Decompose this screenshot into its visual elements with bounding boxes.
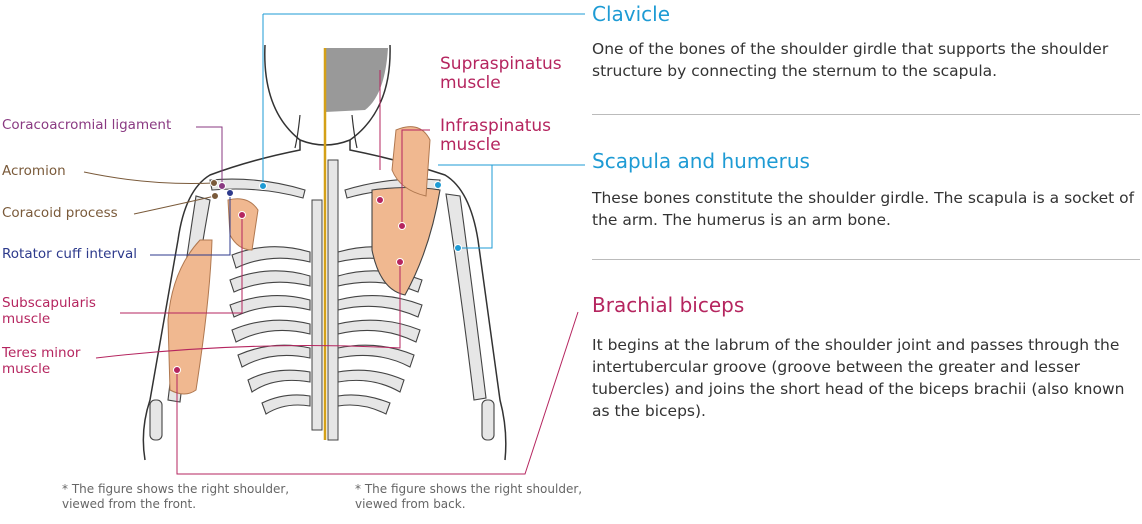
label-rotator-cuff-interval: Rotator cuff interval <box>2 246 138 262</box>
label-teres-minor-muscle: Teres minor muscle <box>2 345 81 377</box>
leader-lines <box>83 13 585 475</box>
label-acromion: Acromion <box>2 163 66 179</box>
neck <box>294 114 358 149</box>
label-subscapularis-muscle: Subscapularis muscle <box>2 295 96 327</box>
label-supraspinatus-muscle: Supraspinatus muscle <box>440 54 562 93</box>
section-divider <box>592 259 1140 260</box>
label-infraspinatus-muscle: Infraspinatus muscle <box>440 116 552 155</box>
section-divider <box>592 114 1140 115</box>
section-body-clavicle: One of the bones of the shoulder girdle … <box>592 40 1109 80</box>
scapula-back <box>371 186 441 296</box>
marker-dots <box>173 179 462 374</box>
ribcage-front <box>229 246 311 415</box>
section-title-scapula-humerus: Scapula and humerus <box>592 149 810 173</box>
note-front-view: * The figure shows the right shoulder, v… <box>62 482 290 511</box>
label-coracoacromial-ligament: Coracoacromial ligament <box>2 117 172 133</box>
section-title-clavicle: Clavicle <box>592 2 671 26</box>
label-coracoid-process: Coracoid process <box>2 205 118 221</box>
section-body-brachial-biceps: It begins at the labrum of the shoulder … <box>592 336 1125 420</box>
section-body-scapula-humerus: These bones constitute the shoulder gird… <box>592 189 1135 229</box>
hair <box>325 48 388 112</box>
note-back-view: * The figure shows the right shoulder, v… <box>355 482 583 511</box>
spine <box>311 159 339 441</box>
section-title-brachial-biceps: Brachial biceps <box>592 293 745 317</box>
